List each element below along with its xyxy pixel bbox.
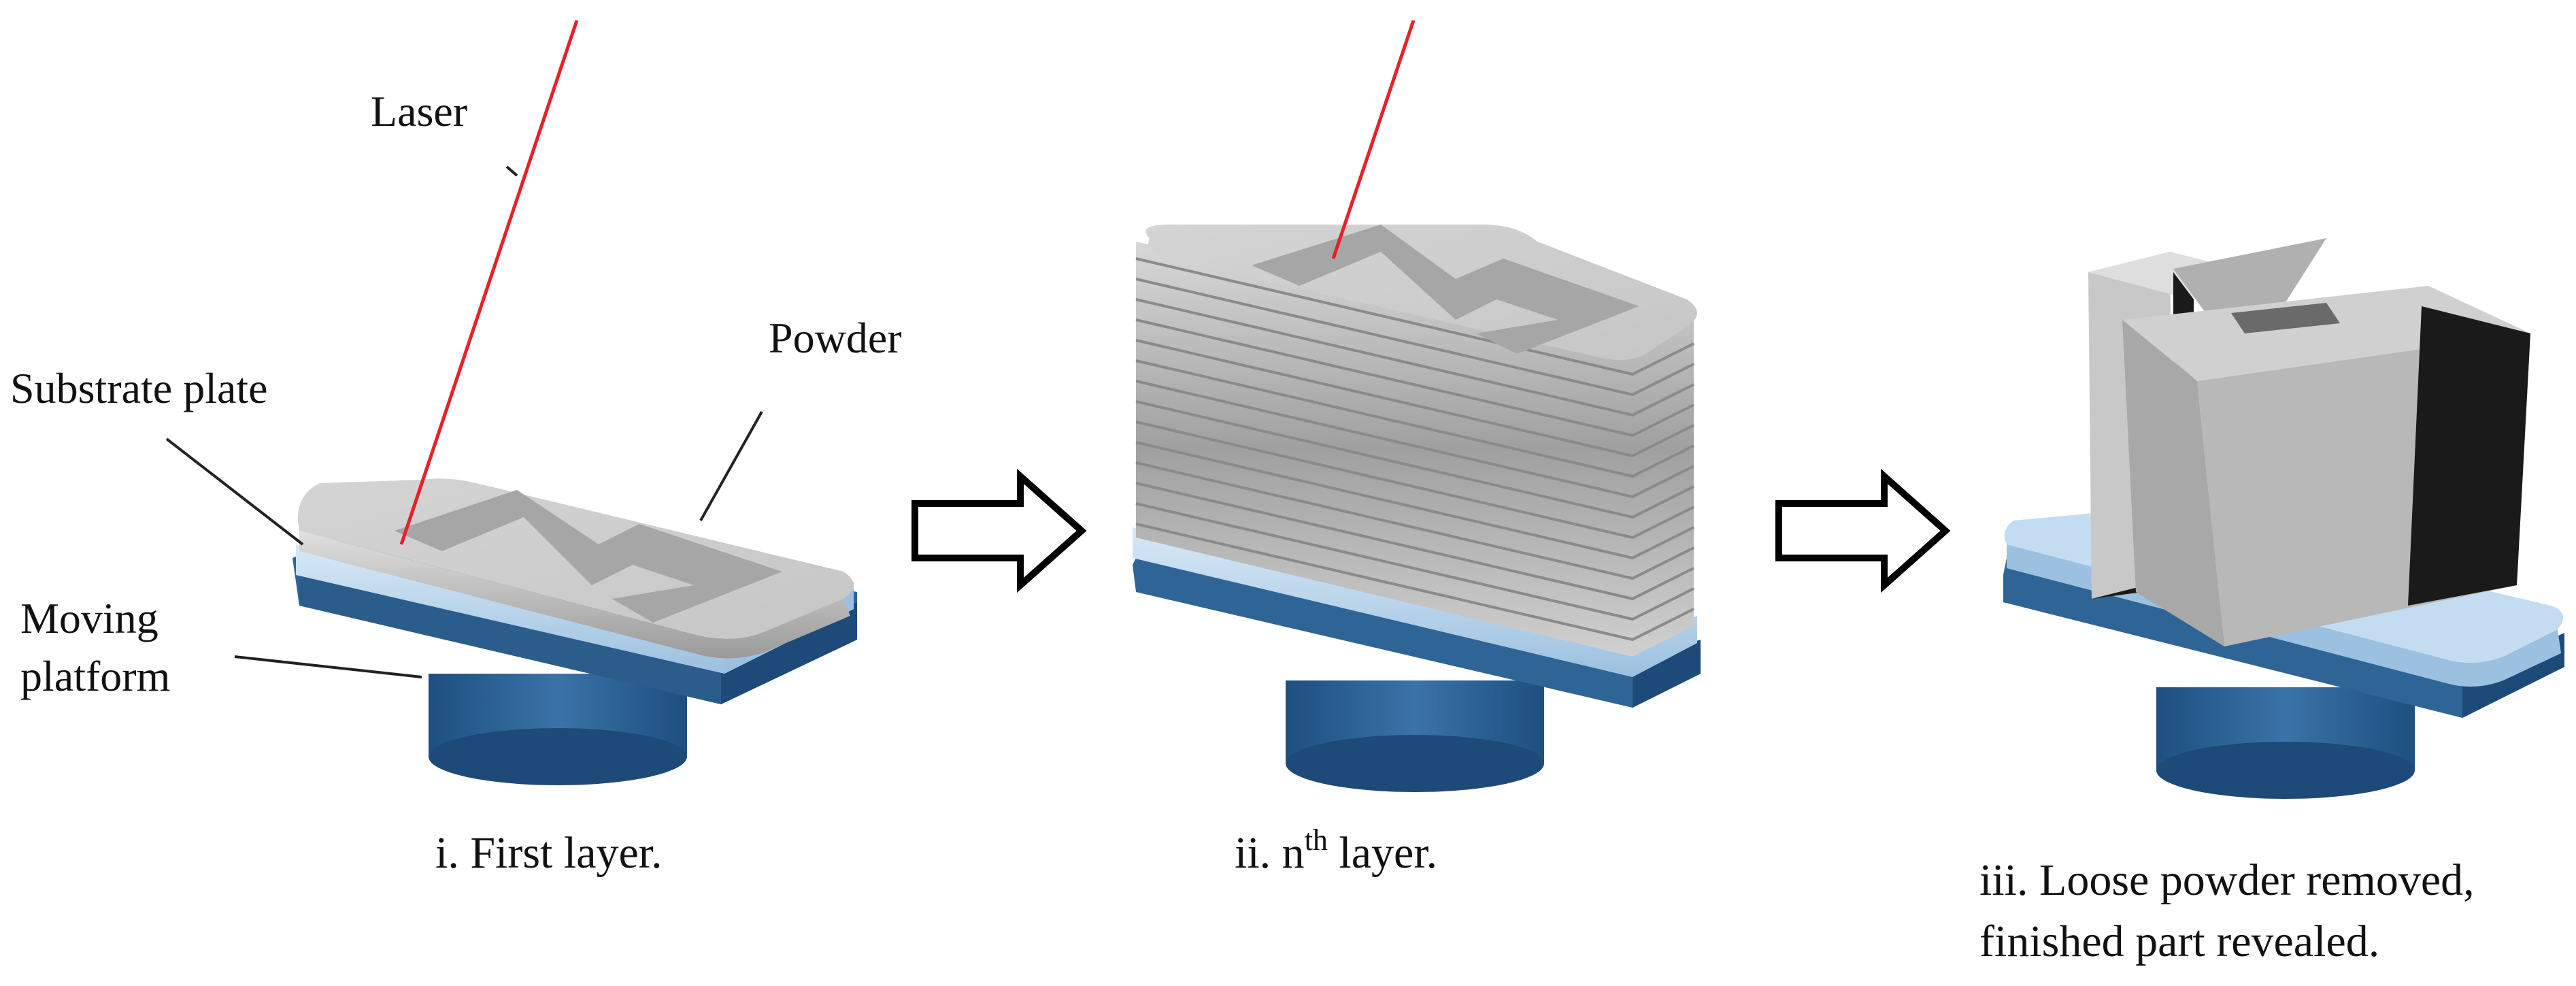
laser-beam-2 [1331,20,1416,259]
powder-stack [1135,225,1697,657]
step-arrow-1 [911,468,1087,593]
finished-part [2088,238,2530,646]
stage-nth-layer [1133,20,1701,792]
caption-nth-prefix: ii. n [1235,828,1305,878]
step-arrow-2 [1775,468,1951,593]
caption-final-line2: finished part revealed. [1979,917,2379,966]
caption-first-layer: i. First layer. [435,828,663,878]
stage-finished-part [2003,238,2564,799]
leader-lines [165,165,763,678]
caption-nth-suffix: layer. [1328,828,1437,878]
laser-label: Laser [371,87,467,135]
stage-first-layer [292,20,857,785]
moving-platform-label-line1: Moving [20,594,158,642]
powder-label: Powder [769,314,902,362]
laser-beam [399,20,579,545]
moving-platform-label-line2: platform [20,652,170,700]
powder-layer [298,478,854,659]
substrate-plate-label: Substrate plate [10,364,268,412]
caption-final-line1: iii. Loose powder removed, [1979,855,2475,905]
caption-nth-superscript: th [1305,823,1328,857]
part-pattern [395,490,782,623]
caption-nth-layer: ii. nth layer. [1235,823,1437,878]
